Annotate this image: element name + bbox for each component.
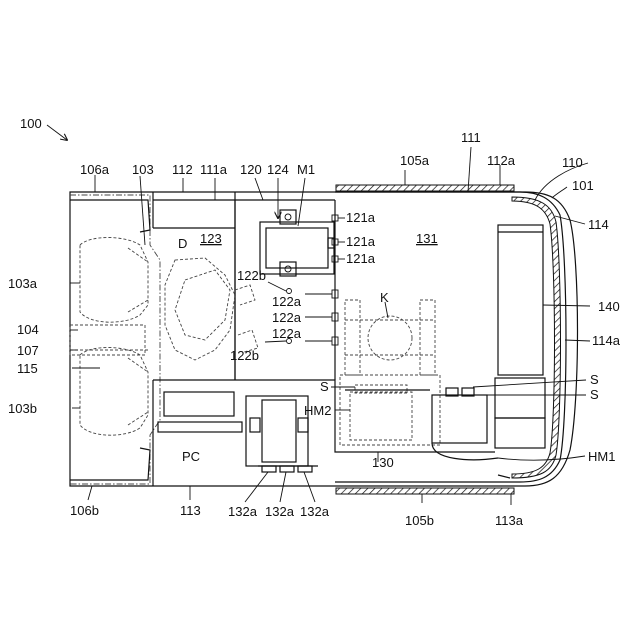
label-120: 120 bbox=[240, 162, 262, 177]
label-m1: M1 bbox=[297, 162, 315, 177]
label-103b: 103b bbox=[8, 401, 37, 416]
label-123: 123 bbox=[200, 231, 222, 246]
label-114: 114 bbox=[588, 217, 609, 232]
label-d: D bbox=[178, 236, 187, 251]
label-101: 101 bbox=[572, 178, 594, 193]
label-106a: 106a bbox=[80, 162, 110, 177]
label-131: 131 bbox=[416, 231, 438, 246]
label-122a-2: 122a bbox=[272, 310, 302, 325]
label-s-1: S bbox=[320, 379, 329, 394]
label-105b: 105b bbox=[405, 513, 434, 528]
label-113a: 113a bbox=[495, 513, 524, 528]
label-114a: 114a bbox=[592, 333, 621, 348]
label-hm2: HM2 bbox=[304, 403, 331, 418]
label-110: 110 bbox=[562, 155, 583, 170]
label-112a: 112a bbox=[487, 153, 516, 168]
label-pc: PC bbox=[182, 449, 200, 464]
label-122a-3: 122a bbox=[272, 326, 302, 341]
label-s-3: S bbox=[590, 387, 599, 402]
label-hm1: HM1 bbox=[588, 449, 615, 464]
label-100: 100 bbox=[20, 116, 42, 131]
label-103: 103 bbox=[132, 162, 154, 177]
label-121a-1: 121a bbox=[346, 210, 376, 225]
label-111: 111 bbox=[461, 130, 481, 145]
label-132a-2: 132a bbox=[265, 504, 295, 519]
label-132a-1: 132a bbox=[228, 504, 258, 519]
label-s-2: S bbox=[590, 372, 599, 387]
label-121a-2: 121a bbox=[346, 234, 376, 249]
side-panel-105a bbox=[336, 185, 514, 191]
label-104: 104 bbox=[17, 322, 39, 337]
label-113: 113 bbox=[180, 503, 201, 518]
label-130: 130 bbox=[372, 455, 394, 470]
label-106b: 106b bbox=[70, 503, 99, 518]
label-112: 112 bbox=[172, 162, 193, 177]
label-111a: 111a bbox=[200, 162, 228, 177]
label-107: 107 bbox=[17, 343, 39, 358]
label-105a: 105a bbox=[400, 153, 430, 168]
label-k: K bbox=[380, 290, 389, 305]
label-140: 140 bbox=[598, 299, 620, 314]
vehicle-body bbox=[70, 192, 578, 486]
label-122b-1: 122b bbox=[237, 268, 266, 283]
label-121a-3: 121a bbox=[346, 251, 376, 266]
label-103a: 103a bbox=[8, 276, 38, 291]
label-124: 124 bbox=[267, 162, 289, 177]
label-122a-1: 122a bbox=[272, 294, 302, 309]
label-115: 115 bbox=[17, 361, 38, 376]
side-panel-105b bbox=[336, 488, 514, 494]
label-132a-3: 132a bbox=[300, 504, 330, 519]
label-122b-2: 122b bbox=[230, 348, 259, 363]
